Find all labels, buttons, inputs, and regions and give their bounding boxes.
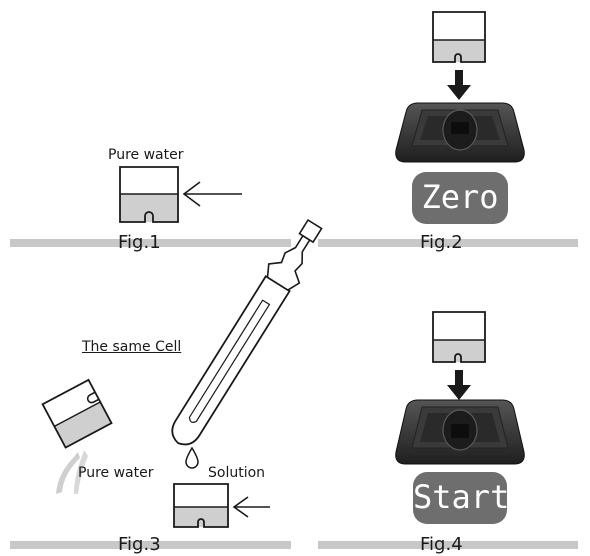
fig1-divider (10, 239, 291, 247)
zero-button[interactable] (412, 172, 508, 224)
drop-icon (185, 446, 199, 469)
fig3-solution-cell (173, 483, 229, 528)
fig2-caption: Fig.2 (420, 232, 463, 253)
fig3-tilted-cell (41, 378, 113, 449)
fig3-caption: Fig.3 (118, 534, 161, 555)
fig4-down-arrow-icon (447, 370, 471, 400)
fig4-meter (395, 399, 525, 465)
fig3-arrow-icon (232, 496, 270, 518)
solution-label: Solution (208, 465, 266, 481)
fig1-caption: Fig.1 (118, 232, 161, 253)
fig1-arrow-icon (182, 181, 242, 207)
same-cell-label: The same Cell (82, 339, 182, 355)
fig1-cell (119, 166, 179, 223)
fig4-caption: Fig.4 (420, 534, 463, 555)
fig1-pure-water-label: Pure water (108, 147, 184, 163)
pure-water-pour (56, 452, 80, 494)
fig4-cell (432, 311, 486, 363)
pipette-icon (171, 218, 323, 446)
start-button[interactable] (413, 472, 507, 524)
fig4-divider (318, 541, 578, 549)
zero-button-label: Zero (421, 178, 499, 216)
fig2-meter (395, 102, 525, 163)
fig2-down-arrow-icon (447, 70, 471, 100)
fig2-divider (318, 239, 578, 247)
fig2-cell (432, 11, 486, 63)
fig3-pure-water-label: Pure water (78, 465, 154, 481)
pure-water-pour-2 (74, 450, 88, 494)
fig3-divider (10, 541, 291, 549)
start-button-label: Start (413, 478, 510, 516)
